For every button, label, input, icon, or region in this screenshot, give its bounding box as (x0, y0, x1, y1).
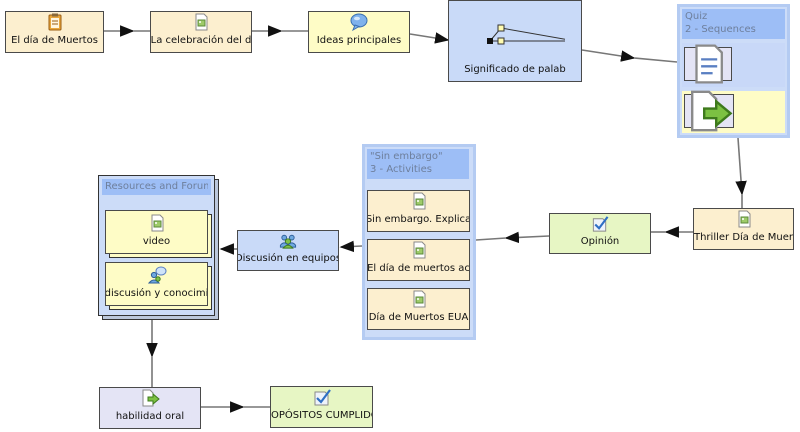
edge-significado-quiz (581, 49, 636, 62)
edge-quiz-thriller (735, 137, 747, 196)
activity-el-dia-de-muertos[interactable]: El día de Muertos (5, 11, 104, 53)
quiz-sequence-item-2[interactable] (684, 90, 734, 132)
activity-la-celebracion[interactable]: La celebración del d (150, 11, 252, 53)
document-image-icon (151, 214, 163, 232)
document-image-icon (195, 13, 208, 31)
activity-label: La celebración del d (150, 35, 252, 46)
quiz-sequence-slot-2[interactable] (682, 90, 785, 133)
group-title-bar: Quiz 2 - Sequences (682, 9, 785, 39)
activity-propositos-cumplidos[interactable]: PROPÓSITOS CUMPLIDOS (270, 386, 373, 428)
group-quiz[interactable]: Quiz 2 - Sequences (677, 4, 790, 138)
edge-opinion-sinembargo (504, 231, 550, 244)
activity-label: Ideas principales (316, 35, 402, 46)
activity-opinion[interactable]: Opinión (549, 213, 651, 254)
resource-video[interactable]: video (105, 210, 208, 254)
activity-label: PROPÓSITOS CUMPLIDOS (271, 410, 372, 421)
quiz-sequence-slot-1[interactable] (682, 43, 785, 87)
activity-label: El día de Muertos (11, 35, 98, 46)
forum-icon (147, 266, 166, 284)
group-title-bar: Resources and Forum (102, 179, 211, 195)
activity-habilidad-oral[interactable]: habilidad oral (99, 387, 201, 429)
activity-significado-de-palab[interactable]: Significado de palab (448, 0, 582, 82)
group-icon (279, 234, 297, 249)
activity-thriller[interactable]: Thriller Día de Muer (693, 208, 794, 250)
activity-sin-embargo-explica[interactable]: Sin embargo. Explica (367, 190, 470, 232)
group-subtitle: 2 - Sequences (685, 24, 756, 35)
activity-label: Sin embargo. Explica (367, 214, 470, 225)
group-title: "Sin embargo" (370, 151, 443, 162)
document-image-icon (738, 210, 750, 228)
activity-label: Significado de palab (464, 64, 566, 75)
activity-label: Discusión en equipos (237, 253, 339, 264)
activity-el-dia-de-muertos-ac[interactable]: El día de muertos ac (367, 239, 470, 281)
checkmark-icon (314, 389, 331, 406)
document-arrow-icon (691, 90, 733, 132)
checkmark-icon (592, 216, 609, 232)
resource-label: video (142, 236, 171, 247)
clipboard-icon (48, 13, 61, 31)
group-sin-embargo[interactable]: "Sin embargo" 3 - Activities Sin embargo… (362, 144, 476, 340)
activity-ideas-principales[interactable]: Ideas principales (308, 11, 410, 53)
group-title-bar: "Sin embargo" 3 - Activities (367, 149, 469, 179)
quiz-sequence-item-1[interactable] (684, 44, 732, 84)
group-title: Quiz (685, 11, 708, 22)
edge-sinembargo-discusion (339, 240, 363, 253)
activity-label: Opinión (580, 236, 620, 247)
activity-label: El día de muertos ac (367, 263, 470, 274)
group-subtitle: 3 - Activities (370, 164, 432, 175)
document-image-icon (413, 192, 425, 210)
resource-discusion-y-conocimi[interactable]: discusión y conocimi (105, 262, 208, 306)
document-image-icon (413, 290, 425, 308)
group-title: Resources and Forum (105, 181, 208, 192)
resource-label: discusión y conocimi (105, 288, 208, 299)
document-image-icon (413, 241, 425, 259)
document-arrow-icon (142, 389, 160, 407)
activity-discusion-en-equipos[interactable]: Discusión en equipos (237, 230, 339, 271)
speech-bubble-icon (350, 13, 368, 32)
activity-label: Día de Muertos EUA (368, 312, 469, 323)
list-document-icon (695, 44, 723, 84)
activity-dia-de-muertos-eua[interactable]: Día de Muertos EUA (367, 288, 470, 330)
edge-ideas-significado (409, 32, 450, 44)
group-resources-and-forum[interactable]: Resources and Forum video discusión y co… (98, 175, 215, 316)
diagram-icon (487, 24, 565, 45)
activity-label: habilidad oral (115, 411, 185, 422)
activity-label: Thriller Día de Muer (693, 232, 794, 243)
